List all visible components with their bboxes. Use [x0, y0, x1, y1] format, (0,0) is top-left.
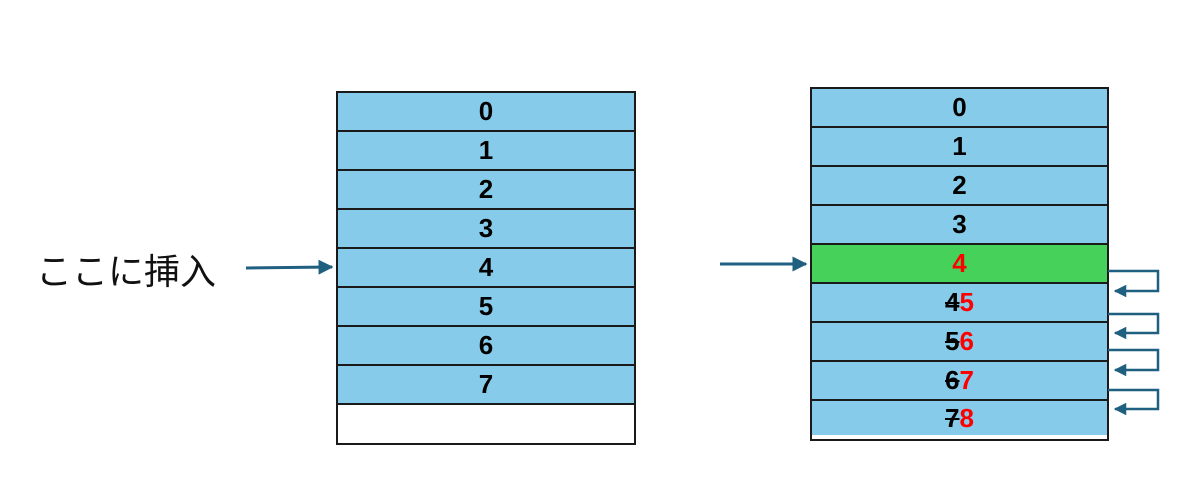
cell-value: 6	[478, 330, 494, 360]
cell-value: 3	[952, 209, 967, 239]
array-cell: 0	[812, 89, 1107, 128]
new-value: 8	[959, 402, 974, 433]
new-value: 6	[959, 326, 974, 356]
array-before: 0 1 2 3 4 5 6 7	[336, 91, 636, 445]
array-cell: 3	[812, 206, 1107, 245]
array-cell: 1	[812, 128, 1107, 167]
cell-value: 3	[478, 213, 494, 243]
cell-value: 2	[952, 170, 967, 200]
cell-value: 1	[478, 135, 494, 165]
new-value: 5	[959, 287, 974, 317]
cell-value: 5	[478, 291, 494, 321]
array-cell: 2	[338, 171, 634, 210]
shift-arrow	[1108, 388, 1160, 416]
shift-arrow	[1108, 348, 1160, 377]
cell-value: 0	[478, 96, 494, 126]
array-cell: 4	[338, 249, 634, 288]
cell-value: 4	[478, 252, 494, 282]
array-cell: 0	[338, 93, 634, 132]
new-value: 7	[959, 365, 974, 395]
array-cell-inserted: 4	[812, 245, 1107, 284]
cell-value: 0	[952, 92, 967, 122]
array-cell: 5	[338, 288, 634, 327]
insert-arrow	[245, 259, 334, 275]
old-value: 5	[945, 326, 960, 356]
shift-arrow	[1108, 269, 1160, 298]
array-cell: 1	[338, 132, 634, 171]
shift-arrow	[1108, 312, 1160, 340]
array-cell: 7	[338, 366, 634, 405]
old-value: 7	[945, 402, 960, 433]
inserted-value: 4	[952, 248, 967, 278]
old-value: 4	[945, 287, 960, 317]
cell-value: 1	[952, 131, 967, 161]
array-cell: 6	[338, 327, 634, 366]
cell-value: 2	[478, 174, 494, 204]
insert-label: ここに挿入	[36, 252, 217, 293]
cell-value: 7	[478, 369, 494, 399]
array-cell-empty	[338, 405, 634, 439]
array-cell: 3	[338, 210, 634, 249]
old-value: 6	[945, 365, 960, 395]
array-cell: 2	[812, 167, 1107, 206]
